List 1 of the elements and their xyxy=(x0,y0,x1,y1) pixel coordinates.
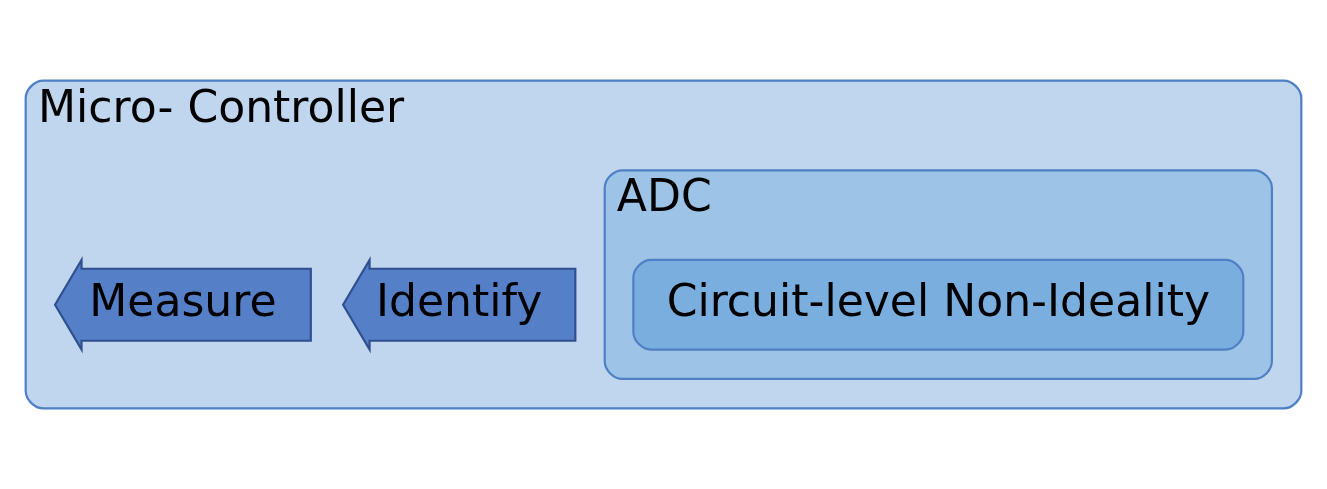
node-box: Circuit-level Non-Ideality xyxy=(632,258,1245,351)
